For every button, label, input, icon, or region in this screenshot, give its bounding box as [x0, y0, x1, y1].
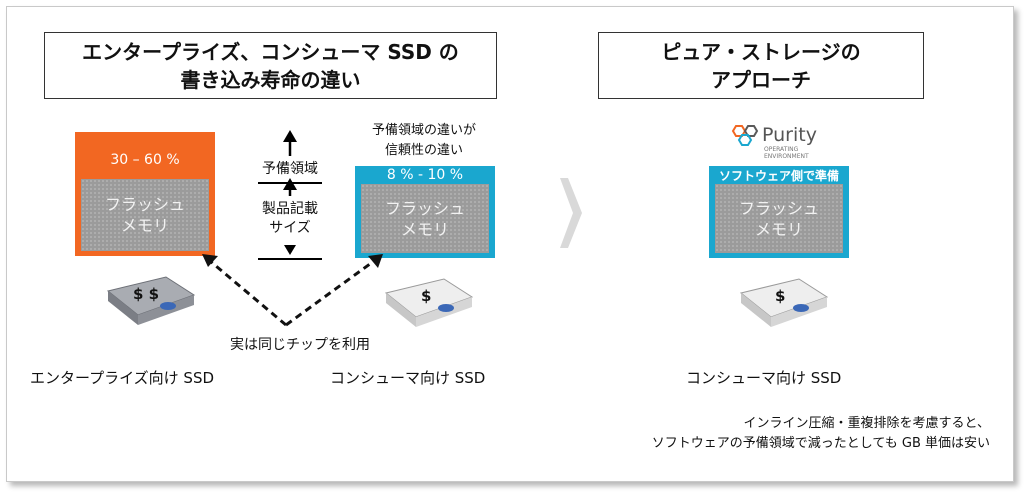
difference-note: 予備領域の違いが 信頼性の違い — [356, 121, 492, 161]
same-chip-arrows — [202, 254, 383, 327]
purity-logo-sub: OPERATING ENVIRONMENT — [764, 146, 809, 160]
enterprise-ssd-label: エンタープライズ向け SSD — [30, 369, 215, 387]
cost-note-line2: ソフトウェアの予備領域で減ったとしても GB 単価は安い — [651, 436, 990, 451]
purity-logo-sub-line2: ENVIRONMENT — [764, 153, 809, 160]
enterprise-chip: 30 – 60 % フラッシュ メモリ — [75, 132, 215, 256]
difference-note-line2: 信頼性の違い — [384, 143, 463, 158]
purity-consumer-ssd-label: コンシューマ向け SSD — [686, 369, 842, 387]
chevron-right-icon — [560, 178, 582, 248]
same-chip-label: 実は同じチップを利用 — [230, 337, 370, 353]
spec-size-line2: サイズ — [269, 220, 311, 236]
consumer-ssd-image — [384, 278, 474, 327]
left-title-box: エンタープライズ、コンシューマ SSD の 書き込み寿命の違い — [44, 32, 497, 99]
consumer-ssd-label: コンシューマ向け SSD — [330, 369, 486, 387]
consumer-flash-memory: フラッシュ メモリ — [361, 184, 489, 253]
right-title-line1: ピュア・ストレージの — [661, 39, 861, 64]
purity-ssd-image — [739, 278, 829, 327]
consumer-price: $ — [421, 287, 432, 305]
cost-note-line1: インライン圧縮・重複排除を考慮すると、 — [743, 416, 990, 431]
purity-logo-sub-line1: OPERATING — [764, 146, 799, 153]
spec-size-label: 製品記載 サイズ — [252, 200, 328, 238]
purity-chip: ソフトウェア側で準備 フラッシュ メモリ — [709, 166, 849, 258]
right-title-line2: アプローチ — [711, 67, 811, 92]
consumer-flash-line1: フラッシュ — [384, 198, 465, 218]
spec-size-line1: 製品記載 — [262, 201, 318, 217]
left-title-line2: 書き込み寿命の違い — [180, 67, 361, 92]
enterprise-flash-line1: フラッシュ — [104, 195, 185, 214]
enterprise-ssd-image — [106, 276, 196, 325]
purity-logo-icon — [731, 125, 759, 146]
enterprise-flash-memory: フラッシュ メモリ — [81, 179, 209, 251]
right-title-box: ピュア・ストレージの アプローチ — [598, 32, 924, 99]
purity-logo-name: Purity — [762, 124, 817, 146]
purity-flash-memory: フラッシュ メモリ — [715, 184, 843, 253]
purity-flash-line1: フラッシュ — [738, 198, 819, 218]
consumer-chip: 8 % - 10 % フラッシュ メモリ — [355, 166, 495, 258]
enterprise-price: $ $ — [133, 285, 160, 303]
cost-note: インライン圧縮・重複排除を考慮すると、 ソフトウェアの予備領域で減ったとしても … — [560, 414, 990, 454]
purity-flash-line2: メモリ — [754, 219, 803, 239]
consumer-flash-line2: メモリ — [400, 219, 449, 239]
consumer-reserve-label: 8 % - 10 % — [386, 167, 464, 183]
left-title-line1: エンタープライズ、コンシューマ SSD の — [82, 39, 459, 64]
difference-note-line1: 予備領域の違いが — [371, 123, 476, 138]
size-indicator — [258, 130, 322, 260]
purity-price: $ — [775, 287, 786, 305]
reserve-area-label: 予備領域 — [262, 161, 318, 177]
software-reserve-label: ソフトウェア側で準備 — [718, 169, 839, 183]
enterprise-flash-line2: メモリ — [120, 216, 169, 235]
enterprise-reserve-label: 30 – 60 % — [110, 152, 180, 168]
